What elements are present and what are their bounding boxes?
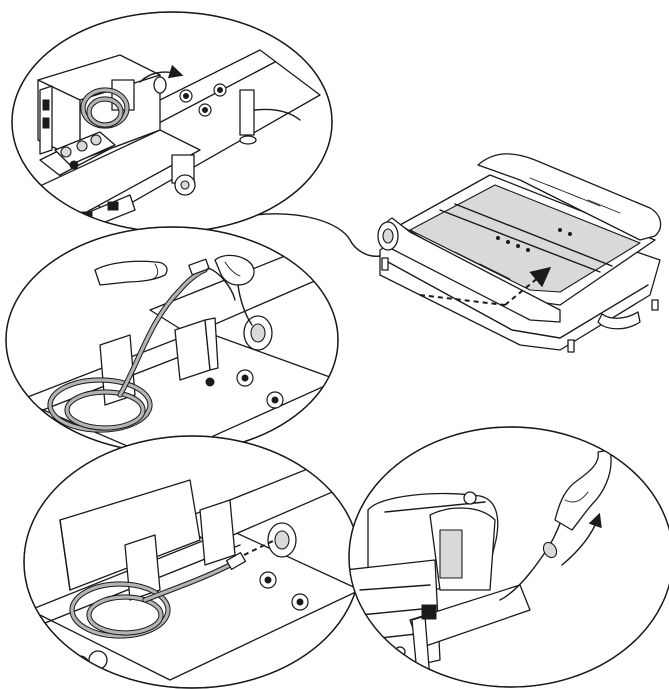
detail-bottom	[24, 436, 360, 688]
detail-top	[10, 12, 332, 234]
treadmill-overview	[378, 154, 661, 352]
detail-middle	[6, 227, 340, 460]
detail-right	[345, 427, 669, 687]
